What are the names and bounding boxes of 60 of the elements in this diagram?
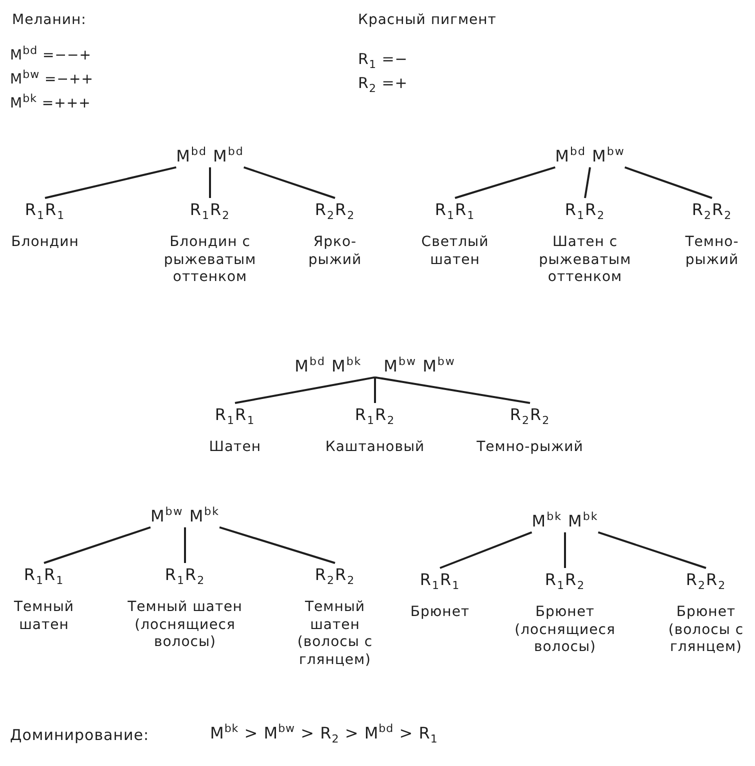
genotype-label: M$^{bw}$ M$^{bw}$ [384, 355, 456, 376]
branch-line [44, 166, 176, 199]
genotype-label: R$_{2}$R$_{2}$ [692, 200, 732, 222]
branch-line [584, 167, 591, 198]
branch-line [209, 167, 211, 198]
branch-line [564, 532, 566, 568]
genotype-label: R$_{1}$R$_{2}$ [190, 200, 230, 222]
phenotype-label: Брюнет (волосы с глянцем) [667, 604, 745, 657]
phenotype-label: Шатен [209, 439, 261, 457]
branch-line [234, 376, 376, 404]
branch-line [374, 376, 530, 404]
branch-line [184, 527, 186, 563]
phenotype-label: Блондин с рыжеватым оттенком [162, 234, 258, 287]
genotype-label: R$_{1}$R$_{1}$ [24, 200, 66, 222]
genotype-label: R$_{2}$R$_{2}$ [686, 570, 726, 592]
genotype-label: R$_{1}$R$_{1}$ [214, 405, 256, 428]
genotype-label: R$_{2}$R$_{2}$ [314, 565, 356, 588]
phenotype-label: Темный шатен [12, 599, 76, 634]
phenotype-label: Темно-рыжий [476, 439, 584, 457]
note-text: Меланин: [12, 12, 86, 28]
note-text: R$_{1}$ =− [358, 50, 408, 71]
genotype-label: R$_{1}$R$_{2}$ [164, 565, 206, 588]
phenotype-label: Темный шатен (волосы с глянцем) [296, 599, 374, 670]
genotype-label: R$_{1}$R$_{1}$ [24, 565, 64, 588]
branch-line [219, 526, 336, 564]
genotype-label: R$_{1}$R$_{2}$ [354, 405, 396, 428]
note-text: Красный пигмент [358, 12, 496, 28]
note-text: Доминирование: [10, 726, 150, 744]
genotype-label: R$_{2}$R$_{2}$ [314, 200, 356, 222]
genotype-label: R$_{1}$R$_{2}$ [544, 570, 586, 592]
genotype-label: M$^{bk}$ M$^{bk}$ [532, 510, 598, 530]
note-text: M$^{bk}$ =+++ [10, 92, 91, 112]
note-text: R$_{2}$ =+ [358, 74, 408, 95]
phenotype-label: Брюнет [410, 604, 470, 622]
branch-line [374, 377, 376, 403]
phenotype-label: Темный шатен (лоснящиеся волосы) [126, 599, 244, 652]
branch-line [44, 526, 151, 564]
genotype-label: R$_{1}$R$_{1}$ [420, 570, 460, 592]
phenotype-label: Блондин [11, 234, 79, 252]
genotype-label: M$^{bw}$ M$^{bk}$ [150, 505, 220, 526]
branch-line [624, 166, 712, 199]
note-text: M$^{bw}$ =−++ [10, 68, 94, 88]
genotype-label: M$^{bd}$ M$^{bw}$ [555, 145, 625, 166]
genotype-label: R$_{2}$R$_{2}$ [510, 405, 550, 428]
phenotype-label: Ярко-рыжий [307, 234, 363, 270]
genotype-label: M$^{bd}$ M$^{bk}$ [294, 355, 362, 376]
phenotype-label: Светлый шатен [420, 234, 490, 270]
phenotype-label: Брюнет (лоснящиеся волосы) [514, 604, 616, 657]
genotype-label: M$^{bd}$ M$^{bd}$ [176, 145, 244, 166]
phenotype-label: Темно-рыжий [684, 234, 740, 270]
branch-line [440, 531, 532, 569]
genotype-label: R$_{1}$R$_{1}$ [434, 200, 476, 222]
branch-line [598, 531, 706, 569]
genotype-label: R$_{1}$R$_{2}$ [564, 200, 606, 222]
phenotype-label: Каштановый [325, 439, 425, 457]
note-text: M$^{bd}$ =−−+ [10, 44, 92, 64]
branch-line [454, 166, 556, 199]
phenotype-label: Шатен с рыжеватым оттенком [538, 234, 632, 287]
note-text: M$^{bk}$ > M$^{bw}$ > R$_{2}$ > M$^{bd}$ > R$_{1}$ [210, 722, 438, 746]
branch-line [244, 166, 336, 199]
